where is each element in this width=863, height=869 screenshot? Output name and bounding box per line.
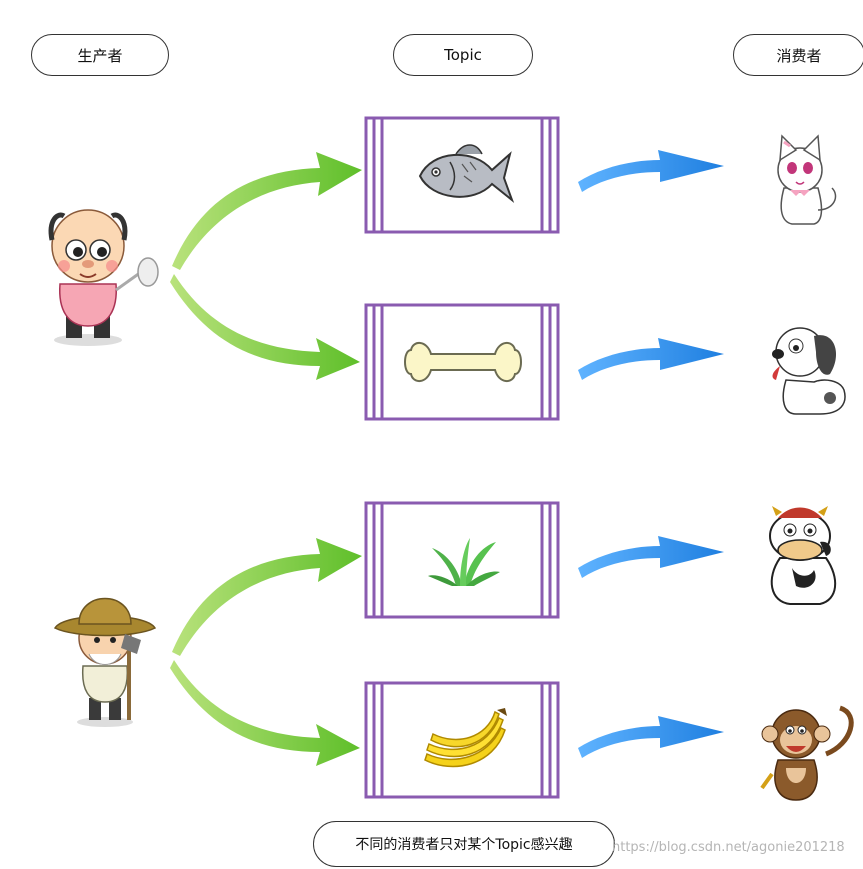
consumer-arrow-4 <box>578 716 724 758</box>
consumer-header: 消费者 <box>733 34 863 76</box>
topic-box-1 <box>364 116 560 234</box>
fish-icon <box>418 144 515 204</box>
monkey-icon <box>760 705 854 801</box>
consumer-arrow-1 <box>578 150 724 192</box>
watermark: https://blog.csdn.net/agonie201218 <box>612 840 845 855</box>
cat-icon <box>777 134 837 225</box>
grass-icon <box>428 538 500 586</box>
producer-header-label: 生产者 <box>77 46 123 65</box>
consumer-arrow-2 <box>578 338 724 380</box>
consumer-header-label: 消费者 <box>776 46 822 65</box>
bone-icon <box>404 342 522 382</box>
dog-icon <box>772 327 846 415</box>
farmer-producer-icon <box>53 597 157 727</box>
producer-arrow-3 <box>172 538 362 656</box>
producer-arrow-4 <box>170 660 360 766</box>
footer-note: 不同的消费者只对某个Topic感兴趣 <box>313 821 615 867</box>
banana-icon <box>424 708 507 768</box>
topic-header: Topic <box>393 34 533 76</box>
consumer-arrow-3 <box>578 536 724 578</box>
producer-header: 生产者 <box>31 34 169 76</box>
topic-header-label: Topic <box>444 46 482 64</box>
producer-arrow-1 <box>172 152 362 270</box>
footer-note-text: 不同的消费者只对某个Topic感兴趣 <box>355 837 573 853</box>
producer-arrow-2 <box>170 274 360 380</box>
cow-icon <box>769 506 837 605</box>
topic-box-3 <box>364 501 560 619</box>
old-man-producer-icon <box>48 209 159 346</box>
